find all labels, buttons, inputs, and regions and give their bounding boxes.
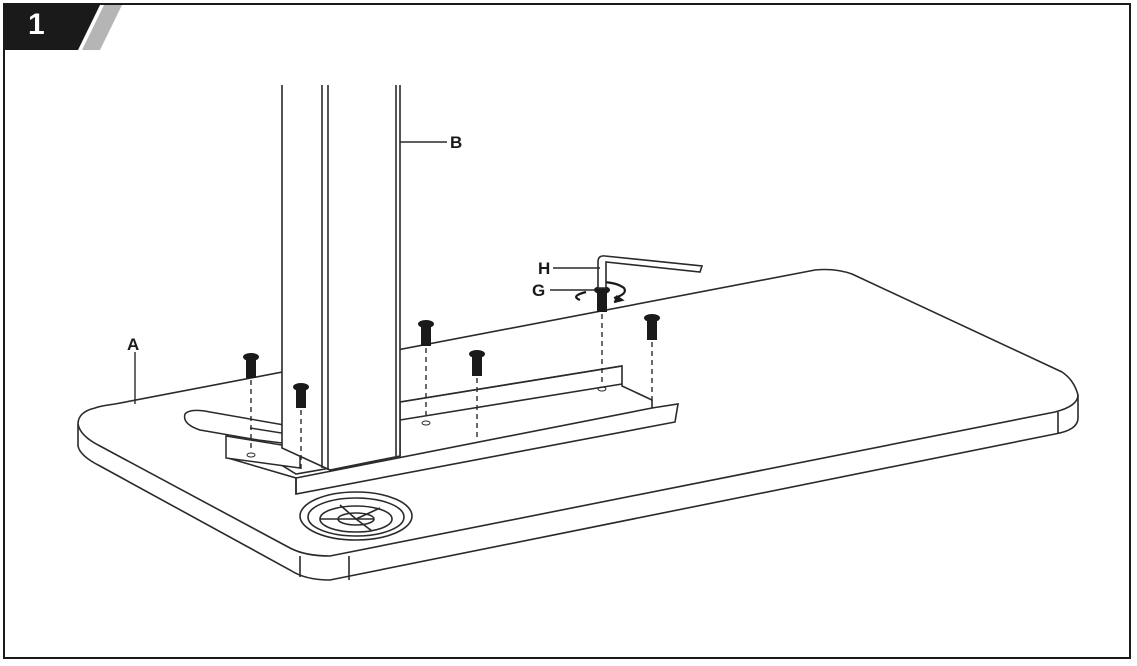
screw-set [243, 286, 660, 470]
callout-a: A [127, 335, 139, 354]
diagram-frame [3, 3, 1131, 659]
screw-6 [644, 314, 660, 404]
hex-key [597, 255, 704, 289]
callout-h: H [538, 259, 550, 278]
screw-4 [469, 350, 485, 440]
callout-b: B [450, 133, 462, 152]
foot-bracket [227, 365, 679, 495]
step-number: 1 [28, 8, 45, 41]
callout-lines [134, 141, 600, 404]
rotation-arrow-icon [575, 280, 626, 304]
step-badge [5, 5, 122, 50]
leg-column [281, 85, 401, 471]
screw-2 [293, 383, 309, 470]
screw-1 [243, 353, 259, 458]
adjustment-lever [183, 409, 307, 469]
screw-3 [418, 320, 434, 426]
callout-g: G [532, 281, 545, 300]
cable-grommet [299, 491, 413, 541]
